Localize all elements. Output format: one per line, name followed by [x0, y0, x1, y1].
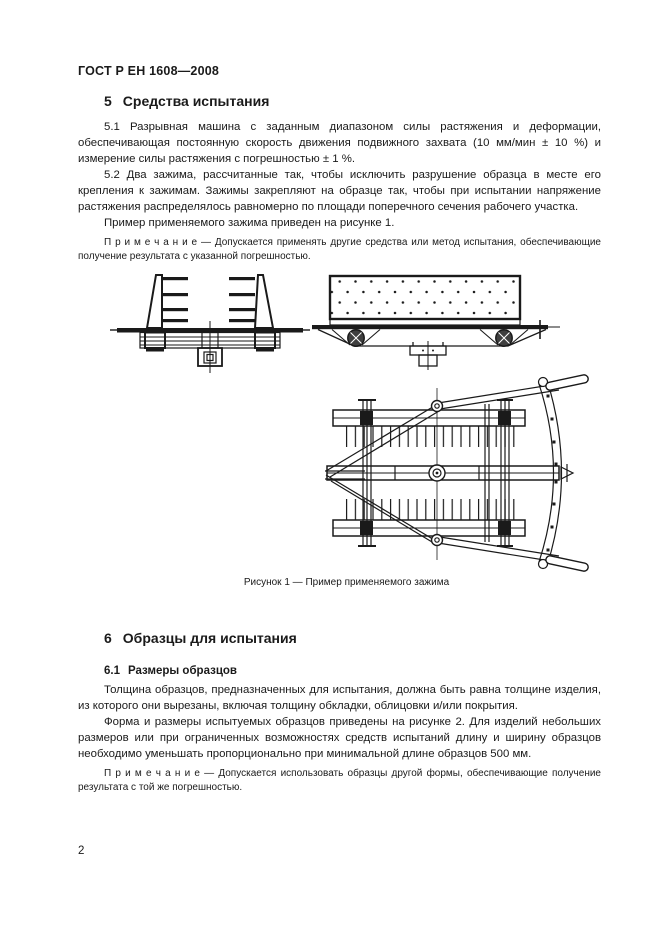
left-bolt-rods [358, 399, 376, 547]
paragraph-thickness: Толщина образцов, предназначенных для ис… [78, 684, 601, 712]
curved-sector [537, 376, 563, 570]
right-post [253, 274, 275, 329]
subsection-6-1-number: 6.1 [104, 665, 120, 677]
figure1-caption: Рисунок 1 — Пример применяемого зажима [243, 577, 450, 588]
comb-teeth-top [341, 426, 519, 447]
left-wheel [347, 329, 365, 347]
figure1-plan-view-drawing [325, 374, 589, 572]
bottom-handle [545, 555, 589, 572]
left-post [145, 274, 163, 329]
right-wheel [495, 329, 513, 347]
top-handle [545, 374, 589, 391]
section-6-title: Образцы для испытания [122, 630, 297, 646]
right-tip [560, 464, 575, 482]
note-section-6: П р и м е ч а н и е — Допускается исполь… [78, 768, 601, 793]
paragraph-5-1: 5.1 Разрывная машина с заданным диапазон… [78, 121, 601, 165]
subsection-6-1-heading: 6.1 Размеры образцов [78, 663, 601, 679]
figure1-side-view-drawing [110, 274, 310, 373]
center-bracket [409, 341, 447, 370]
paragraph-5-2: 5.2 Два зажима, рассчитанные так, чтобы … [78, 169, 601, 213]
center-bolt [428, 464, 446, 482]
section-5-number: 5 [104, 93, 112, 109]
table-plate [312, 325, 548, 330]
section-6-heading: 6 Образцы для испытания [104, 630, 297, 646]
paragraph-form-sizes: Форма и размеры испытуемых образцов прив… [78, 716, 601, 760]
figure1-front-view-drawing [312, 274, 560, 370]
perforated-panel [328, 274, 522, 321]
subsection-6-1-title: Размеры образцов [128, 665, 237, 677]
section-5-heading: 5 Средства испытания [104, 93, 269, 109]
note-section-5: П р и м е ч а н и е — Допускается примен… [78, 237, 601, 262]
right-bolt-rods [484, 399, 513, 547]
page-number: 2 [78, 845, 85, 857]
paragraph-example-clamp: Пример применяемого зажима приведен на р… [104, 217, 395, 229]
section-5-body: 5.1 Разрывная машина с заданным диапазон… [78, 119, 601, 263]
section-5-title: Средства испытания [122, 93, 270, 109]
comb-teeth-bottom [341, 499, 519, 520]
running-header: ГОСТ Р ЕН 1608—2008 [78, 64, 220, 78]
center-screw-block [197, 321, 223, 373]
section-6-body: 6.1 Размеры образцов Толщина образцов, пр… [78, 663, 601, 794]
pivot-bolts [430, 399, 444, 547]
section-6-number: 6 [104, 630, 112, 646]
